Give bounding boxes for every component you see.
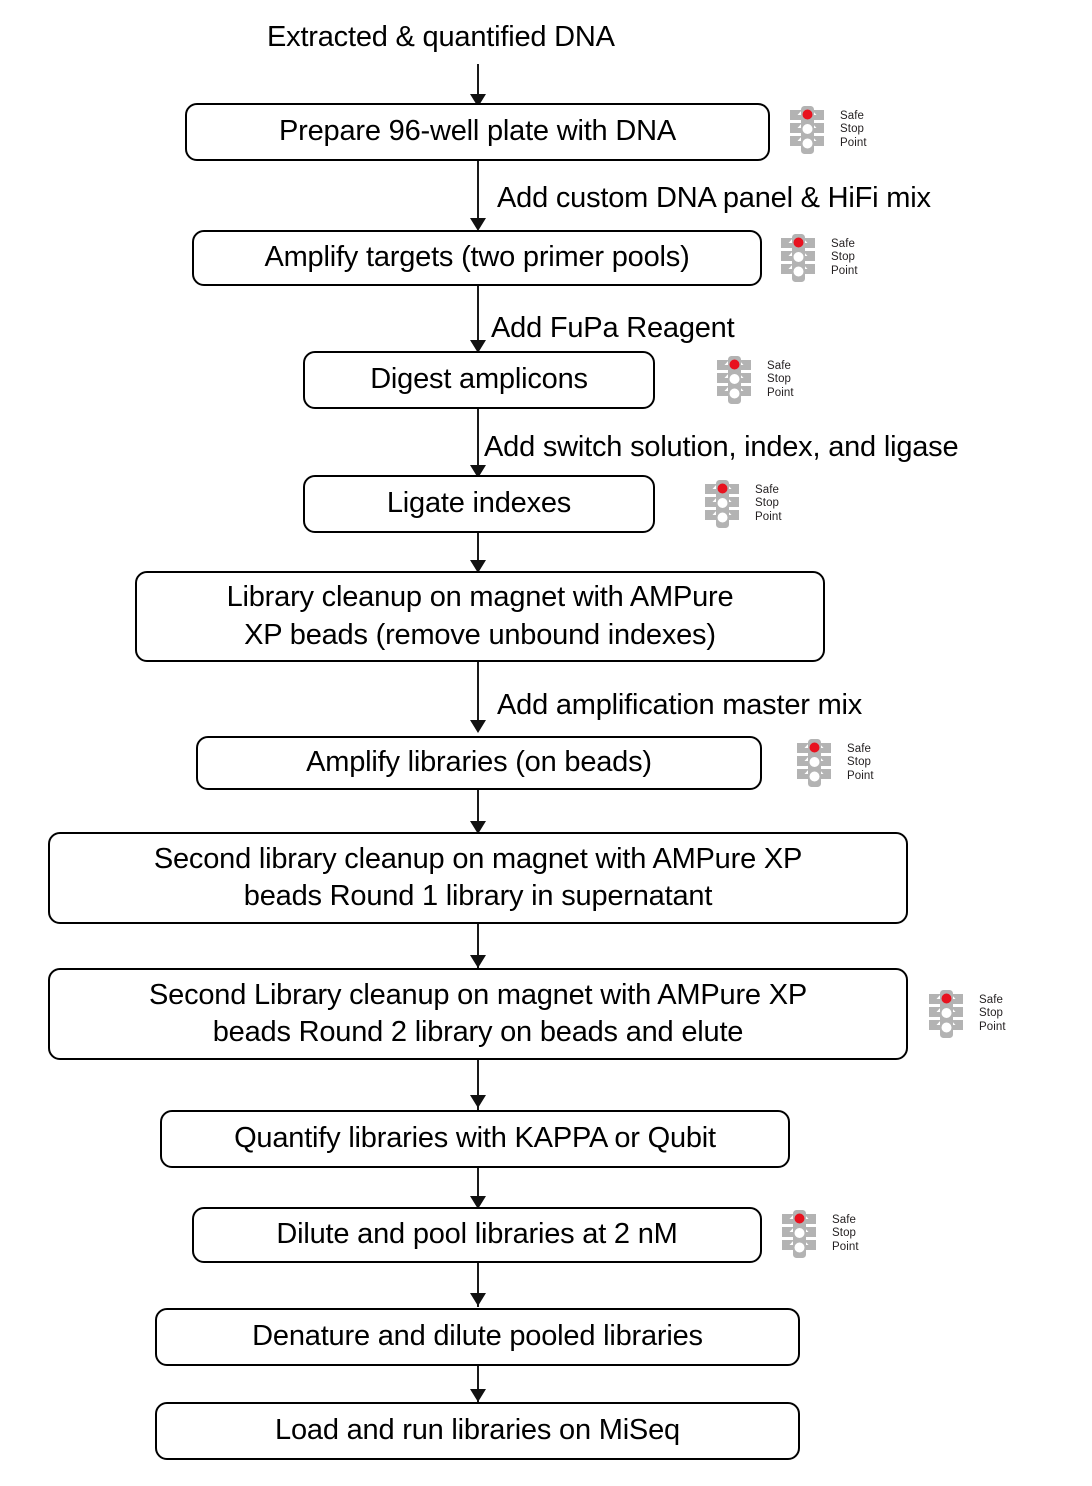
- node-label: Ligate indexes: [386, 487, 572, 520]
- arrowhead-n4-n5: [470, 560, 486, 573]
- connector-n7-n8: [477, 924, 479, 970]
- node-quantify-libraries[interactable]: Quantify libraries with KAPPA or Qubit: [160, 1110, 790, 1168]
- arrowhead-n7-n8: [470, 955, 486, 968]
- node-label: Dilute and pool libraries at 2 nM: [276, 1218, 678, 1251]
- traffic-light-icon: [929, 990, 963, 1038]
- node-denature-and-dilute-pooled-libraries[interactable]: Denature and dilute pooled libraries: [155, 1308, 800, 1366]
- ssp-line-1: Safe: [767, 359, 792, 372]
- node-label: Amplify libraries (on beads): [306, 746, 652, 779]
- edge-label-add-amplification-master-mix: Add amplification master mix: [497, 689, 863, 721]
- ssp-line-1: Safe: [840, 109, 865, 122]
- safe-stop-point-text: Safe Stop Point: [832, 1214, 859, 1255]
- node-label: Denature and dilute pooled libraries: [252, 1320, 703, 1353]
- node-prepare-96-well-plate[interactable]: Prepare 96-well plate with DNA: [185, 103, 770, 161]
- ssp-line-2: Stop: [840, 123, 865, 136]
- safe-stop-point-text: Safe Stop Point: [979, 994, 1006, 1035]
- ssp-line-1: Safe: [847, 742, 872, 755]
- traffic-light-icon: [797, 739, 831, 787]
- safe-stop-point-badge-5: Safe Stop Point: [796, 737, 874, 789]
- safe-stop-point-badge-1: Safe Stop Point: [789, 104, 867, 156]
- arrowhead-n2-n3: [470, 340, 486, 353]
- arrowhead-n6-n7: [470, 821, 486, 834]
- connector-n4-n5: [477, 533, 479, 573]
- node-label: Digest amplicons: [370, 363, 588, 396]
- ssp-line-3: Point: [767, 386, 794, 399]
- ssp-line-3: Point: [979, 1020, 1006, 1033]
- connector-n9-n10: [477, 1168, 479, 1210]
- edge-label-add-fupa-reagent: Add FuPa Reagent: [491, 312, 735, 344]
- arrowhead-n10-n11: [470, 1293, 486, 1306]
- node-amplify-libraries-on-beads[interactable]: Amplify libraries (on beads): [196, 736, 762, 790]
- arrowhead-n5-n6: [470, 720, 486, 733]
- connector-n11-n12: [477, 1366, 479, 1402]
- ssp-line-2: Stop: [755, 497, 780, 510]
- connector-n3-n4: [477, 409, 479, 473]
- safe-stop-point-text: Safe Stop Point: [767, 360, 794, 401]
- node-label: Library cleanup on magnet with AMPure XP…: [226, 581, 734, 651]
- node-label: Quantify libraries with KAPPA or Qubit: [234, 1122, 716, 1155]
- node-dilute-and-pool-libraries[interactable]: Dilute and pool libraries at 2 nM: [192, 1207, 762, 1263]
- ssp-line-3: Point: [755, 510, 782, 523]
- node-label: Second library cleanup on magnet with AM…: [153, 842, 803, 912]
- safe-stop-point-text: Safe Stop Point: [755, 484, 782, 525]
- node-ligate-indexes[interactable]: Ligate indexes: [303, 475, 655, 533]
- safe-stop-point-text: Safe Stop Point: [831, 238, 858, 279]
- node-second-library-cleanup-round1[interactable]: Second library cleanup on magnet with AM…: [48, 832, 908, 924]
- ssp-line-1: Safe: [979, 993, 1004, 1006]
- traffic-light-icon: [782, 1210, 816, 1258]
- connector-n2-n3: [477, 286, 479, 348]
- node-label: Second Library cleanup on magnet with AM…: [149, 978, 807, 1048]
- arrowhead-n1-n2: [470, 218, 486, 231]
- ssp-line-2: Stop: [831, 251, 856, 264]
- connector-n5-n6: [477, 662, 479, 728]
- safe-stop-point-badge-2: Safe Stop Point: [780, 232, 858, 284]
- safe-stop-point-badge-4: Safe Stop Point: [704, 478, 782, 530]
- ssp-line-2: Stop: [979, 1007, 1004, 1020]
- connector-n6-n7: [477, 790, 479, 834]
- node-label: Load and run libraries on MiSeq: [275, 1414, 680, 1447]
- ssp-line-2: Stop: [832, 1227, 857, 1240]
- ssp-line-1: Safe: [831, 237, 856, 250]
- node-second-library-cleanup-round2[interactable]: Second Library cleanup on magnet with AM…: [48, 968, 908, 1060]
- ssp-line-1: Safe: [832, 1213, 857, 1226]
- ssp-line-3: Point: [831, 264, 858, 277]
- arrowhead-n3-n4: [470, 465, 486, 478]
- node-label: Amplify targets (two primer pools): [264, 241, 690, 274]
- node-digest-amplicons[interactable]: Digest amplicons: [303, 351, 655, 409]
- ssp-line-2: Stop: [847, 756, 872, 769]
- safe-stop-point-text: Safe Stop Point: [847, 743, 874, 784]
- traffic-light-icon: [790, 106, 824, 154]
- safe-stop-point-badge-6: Safe Stop Point: [928, 988, 1006, 1040]
- node-label: Prepare 96-well plate with DNA: [279, 115, 676, 148]
- traffic-light-icon: [781, 234, 815, 282]
- node-load-and-run-libraries-miseq[interactable]: Load and run libraries on MiSeq: [155, 1402, 800, 1460]
- connector-n8-n9: [477, 1060, 479, 1110]
- node-library-cleanup-ampure[interactable]: Library cleanup on magnet with AMPure XP…: [135, 571, 825, 662]
- ssp-line-3: Point: [840, 136, 867, 149]
- ssp-line-2: Stop: [767, 373, 792, 386]
- traffic-light-icon: [705, 480, 739, 528]
- edge-label-add-switch-solution: Add switch solution, index, and ligase: [484, 431, 959, 463]
- safe-stop-point-badge-3: Safe Stop Point: [716, 354, 794, 406]
- safe-stop-point-badge-7: Safe Stop Point: [781, 1208, 859, 1260]
- arrowhead-n11-n12: [470, 1389, 486, 1402]
- ssp-line-3: Point: [847, 769, 874, 782]
- arrowhead-n9-n10: [470, 1196, 486, 1209]
- traffic-light-icon: [717, 356, 751, 404]
- connector-n10-n11: [477, 1263, 479, 1307]
- start-label: Extracted & quantified DNA: [267, 21, 615, 53]
- edge-label-add-custom-dna-panel: Add custom DNA panel & HiFi mix: [497, 182, 931, 214]
- arrowhead-n8-n9: [470, 1095, 486, 1108]
- node-amplify-targets[interactable]: Amplify targets (two primer pools): [192, 230, 762, 286]
- ssp-line-3: Point: [832, 1240, 859, 1253]
- safe-stop-point-text: Safe Stop Point: [840, 110, 867, 151]
- ssp-line-1: Safe: [755, 483, 780, 496]
- connector-start-n1: [477, 64, 479, 100]
- connector-n1-n2: [477, 161, 479, 226]
